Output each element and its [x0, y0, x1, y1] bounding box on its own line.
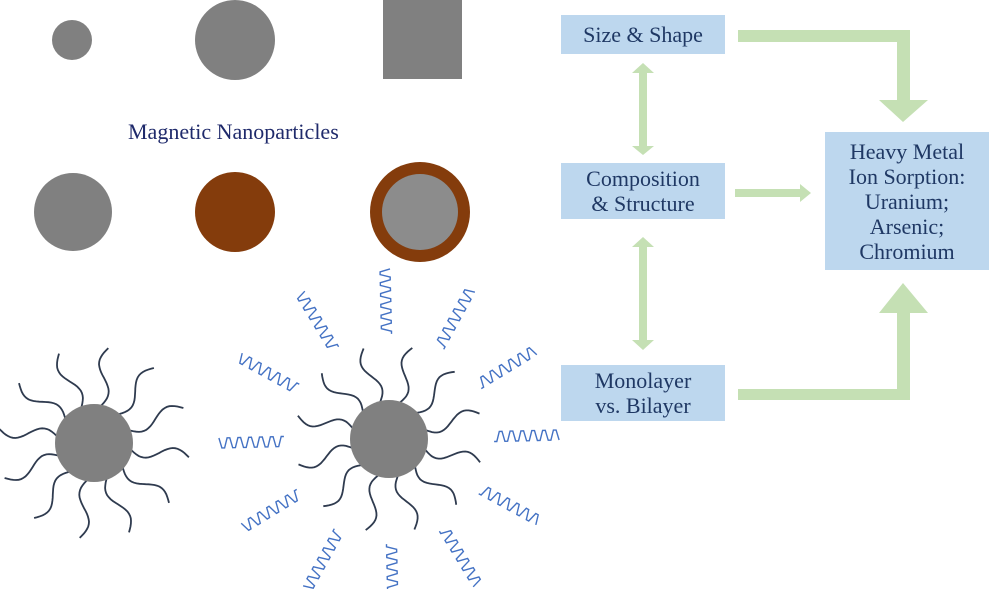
outer-ligand	[438, 529, 482, 588]
inner-ligand	[365, 473, 381, 531]
bilayer-particle	[350, 400, 428, 478]
outer-ligand	[238, 352, 300, 392]
monolayer-particle	[55, 404, 133, 482]
outer-ligand	[218, 435, 284, 449]
composition-label-1: Composition	[586, 166, 700, 191]
layer-label-2: vs. Bilayer	[595, 393, 691, 418]
arrow-composition-to-outcome	[735, 184, 811, 202]
outcome-label-4: Arsenic;	[869, 213, 945, 239]
outer-ligand	[479, 346, 538, 390]
core-shell-inner	[382, 174, 458, 250]
cube-particle	[383, 0, 462, 79]
large-sphere-particle	[195, 0, 275, 80]
outcome-label-3: Uranium;	[864, 188, 950, 214]
inner-ligand	[397, 347, 413, 405]
inner-ligand	[56, 353, 84, 410]
double-arrow-composition-layer	[632, 237, 654, 350]
small-sphere-particle	[52, 20, 92, 60]
box-size-shape: Size & Shape	[561, 15, 725, 54]
outer-ligand	[436, 288, 476, 350]
inner-ligand	[359, 348, 384, 405]
inner-ligand	[127, 405, 184, 433]
inner-ligand	[297, 415, 355, 431]
outcome-label-5: Chromium	[859, 238, 955, 264]
double-arrow-size-composition	[632, 63, 654, 155]
outer-ligand	[302, 528, 342, 589]
inner-ligand	[4, 453, 61, 481]
inner-ligand	[394, 473, 419, 530]
inner-ligand	[78, 477, 90, 539]
inner-ligand	[104, 476, 132, 533]
magnetic-nanoparticles-title: Magnetic Nanoparticles	[128, 119, 339, 144]
inner-ligand	[423, 409, 480, 434]
inner-ligand	[116, 367, 155, 416]
inner-ligand	[121, 465, 170, 504]
outer-ligand	[296, 290, 340, 349]
inner-ligand	[33, 470, 72, 519]
outer-ligand	[379, 268, 393, 334]
inner-ligand	[414, 370, 455, 415]
box-heavy-metal-sorption: Heavy Metal Ion Sorption: Uranium; Arsen…	[825, 132, 989, 270]
iron-oxide-particle	[34, 173, 112, 251]
outcome-label-2: Ion Sorption:	[848, 163, 966, 189]
arrow-size-to-outcome	[738, 30, 928, 122]
other-composition-particle	[195, 172, 275, 252]
inner-ligand	[18, 382, 67, 421]
inner-ligand	[320, 373, 365, 414]
size-shape-label: Size & Shape	[583, 22, 703, 47]
inner-ligand	[413, 464, 458, 505]
outer-ligand	[478, 486, 540, 526]
layer-label-1: Monolayer	[594, 368, 692, 393]
box-monolayer-bilayer: Monolayer vs. Bilayer	[561, 365, 725, 421]
outcome-label-1: Heavy Metal	[849, 138, 965, 164]
outer-ligand	[494, 429, 560, 443]
composition-label-2: & Structure	[591, 191, 695, 216]
ligand-layer	[0, 268, 560, 589]
inner-ligand	[98, 347, 110, 409]
inner-ligand	[128, 447, 190, 459]
inner-ligand	[423, 447, 481, 463]
box-composition-structure: Composition & Structure	[561, 163, 725, 219]
inner-ligand	[0, 427, 60, 439]
inner-ligand	[323, 463, 364, 508]
outer-ligand	[240, 488, 299, 532]
inner-ligand	[298, 444, 355, 469]
outer-ligand	[385, 544, 399, 589]
arrow-layer-to-outcome	[738, 283, 928, 400]
